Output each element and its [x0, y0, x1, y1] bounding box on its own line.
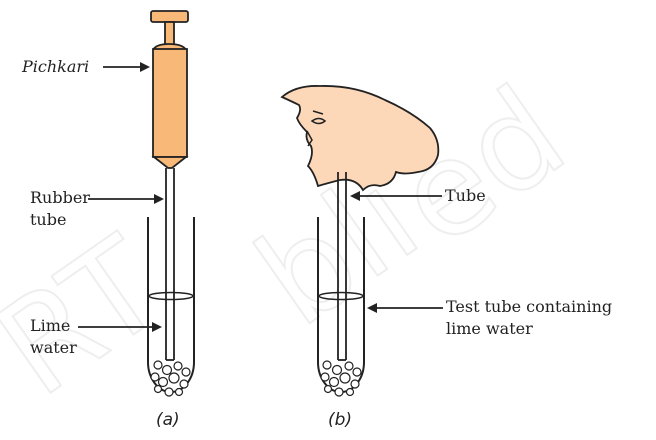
rubber-tube [165, 168, 175, 361]
label-tube: Tube [445, 186, 486, 205]
labels-a: Pichkari Rubber tube Lime water [21, 57, 164, 357]
label-pichkari: Pichkari [21, 57, 89, 76]
labels-b: Tube Test tube containing lime water [350, 186, 612, 338]
lime-water-surface-b [318, 291, 364, 301]
caption-b: (b) [328, 410, 352, 430]
label-lime-water-1: Lime [30, 316, 70, 335]
breathing-tube [337, 172, 347, 361]
syringe-barrel [152, 48, 188, 158]
syringe-handle [150, 10, 189, 23]
label-test-tube-1: Test tube containing [446, 297, 612, 316]
bubbles-a [150, 360, 191, 397]
label-test-tube-2: lime water [446, 319, 533, 338]
test-tube-a [147, 217, 195, 397]
syringe [150, 10, 189, 169]
face [280, 85, 440, 192]
watermark: RT bli ed [0, 57, 592, 427]
label-lime-water-2: water [30, 338, 77, 357]
eyebrow [312, 110, 324, 115]
syringe-plunger-rod [164, 21, 175, 46]
syringe-nozzle [151, 156, 189, 169]
eye [310, 117, 327, 125]
svg-text:RT: RT [0, 209, 190, 426]
caption-a: (a) [156, 410, 180, 430]
nose [306, 130, 313, 147]
lime-water-surface-a [148, 291, 194, 301]
bubbles-b [320, 360, 362, 397]
test-tube-b [317, 217, 365, 397]
face-outline [280, 85, 440, 192]
label-rubber-tube-1: Rubber [30, 188, 90, 207]
label-rubber-tube-2: tube [30, 210, 66, 229]
